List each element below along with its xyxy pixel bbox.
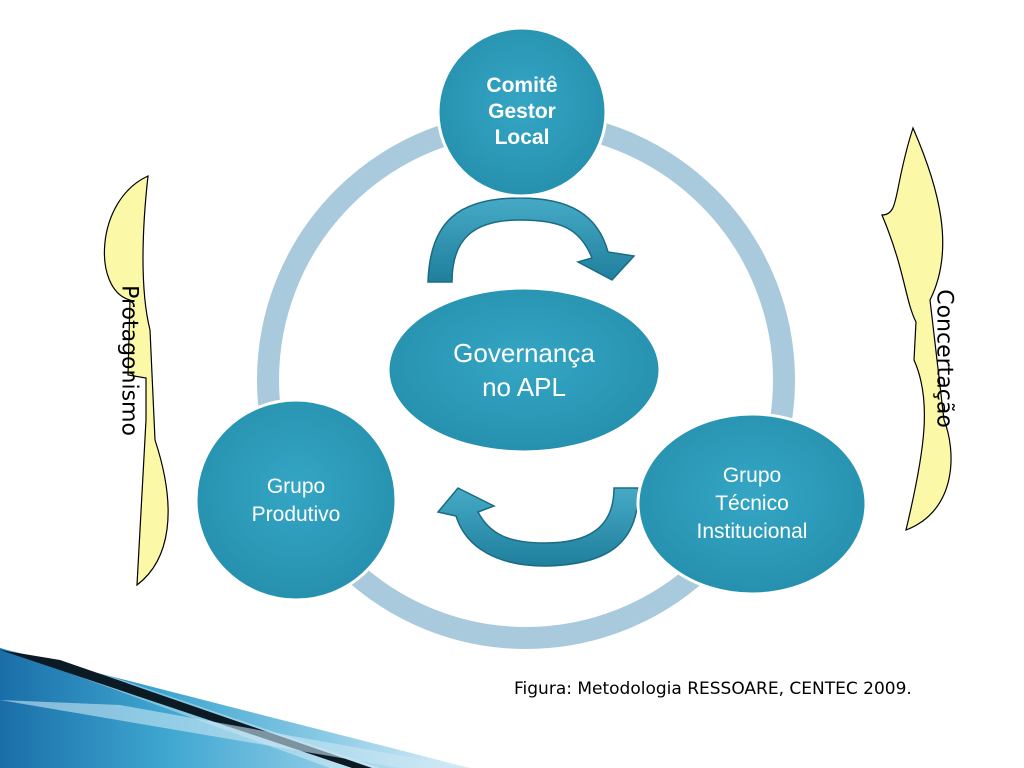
tecnico-label: Grupo Técnico Institucional — [652, 456, 852, 552]
right-banner-arrow — [881, 126, 952, 531]
comite-line-1: Comitê — [486, 74, 558, 97]
produtivo-line-2: Produtivo — [251, 503, 341, 526]
node-governanca-no-apl — [386, 286, 662, 454]
bottom-cycle-arrow — [436, 487, 639, 567]
governanca-line-2: no APL — [482, 372, 566, 402]
protagonismo-label: Protagonismo — [116, 285, 142, 436]
governanca-line-1: Governança — [453, 338, 595, 368]
comite-line-2: Gestor — [488, 100, 556, 123]
concertacao-label: Concertação — [931, 289, 957, 428]
top-cycle-arrow — [427, 197, 636, 283]
produtivo-line-1: Grupo — [266, 475, 326, 498]
tecnico-line-3: Institucional — [696, 520, 808, 543]
figure-caption: Figura: Metodologia RESSOARE, CENTEC 200… — [514, 679, 912, 699]
produtivo-label: Grupo Produtivo — [210, 466, 382, 536]
node-comite-gestor-local — [436, 26, 608, 198]
tecnico-line-1: Grupo — [722, 464, 782, 487]
node-grupo-tecnico-institucional — [636, 412, 868, 596]
node-grupo-produtivo — [194, 398, 398, 602]
comite-line-3: Local — [494, 126, 550, 149]
tecnico-line-2: Técnico — [715, 492, 789, 515]
governanca-label: Governança no APL — [400, 326, 648, 414]
left-banner-arrow — [103, 175, 169, 587]
comite-label: Comitê Gestor Local — [452, 62, 592, 162]
corner-decoration — [0, 648, 470, 768]
